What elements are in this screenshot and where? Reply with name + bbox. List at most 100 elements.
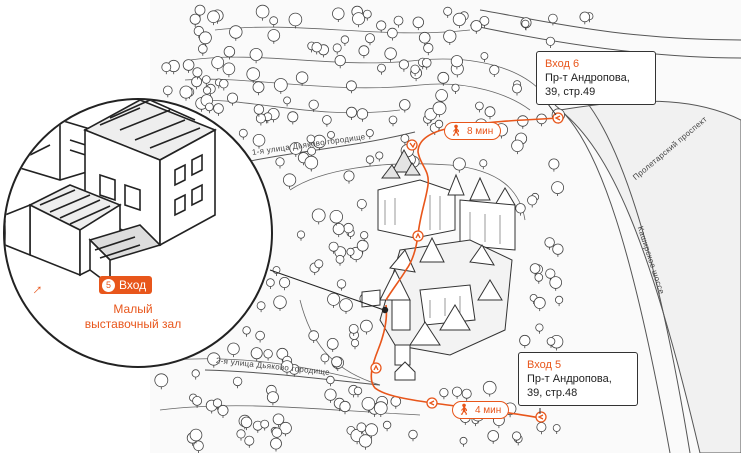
entrance-6-address-line2: 39, стр.49 [545,86,596,98]
tree [154,373,169,388]
tree [271,427,283,438]
tree [365,155,375,164]
chevron-arrow-icon [373,115,561,420]
tree [382,420,392,430]
tree [244,435,255,446]
tree [398,59,409,70]
entrance-5-callout[interactable]: Вход 5 Пр-т Андропова, 39, стр.48 [518,352,638,406]
tree [548,13,558,24]
tree [352,12,366,26]
tree [364,33,375,44]
tree [529,263,541,274]
tree [267,29,281,42]
tree [275,157,285,167]
tree [346,106,358,118]
tree [482,380,497,395]
tree [332,222,345,235]
tree [377,63,386,73]
tree [287,111,299,123]
tree [304,155,319,170]
tree [295,71,309,84]
tree [198,31,212,45]
tree [527,195,538,206]
tree [308,330,320,341]
tree [452,157,466,171]
tree [489,64,500,76]
tree [452,12,466,26]
tree [511,431,522,441]
tree [223,46,236,58]
tree [283,96,292,105]
kashirskoe-road [554,104,671,453]
tree [519,334,531,347]
tree [255,4,270,19]
tree [353,386,363,396]
pedestrian-icon: 🚶︎ [457,404,471,416]
tree [410,64,420,75]
street-dyakovo-2-road [204,369,381,386]
tree [332,7,345,20]
tree [443,29,457,43]
tree [365,128,374,137]
zoom-building-drawing [5,100,217,287]
tree [328,241,339,252]
pedestrian-icon: 🚶︎ [449,125,463,137]
entrance-5-address-line2: 39, стр.48 [527,387,578,399]
tree [163,85,173,96]
small-exhibition-hall-label: Малый выставочный зал [70,302,196,332]
tree [326,337,339,350]
tree [191,369,200,378]
building-windows [384,195,501,318]
tree [451,386,463,397]
entrance-6-callout[interactable]: Вход 6 Пр-т Андропова, 39, стр.49 [536,51,656,105]
tree [358,434,373,448]
tree [340,35,350,44]
tree [161,62,172,73]
tree [332,43,342,53]
tree [314,259,324,269]
tree [387,27,398,39]
tree [211,56,225,69]
tree [256,301,266,311]
tree [358,45,370,57]
tree [322,115,332,125]
tree [535,323,544,332]
tree [334,54,346,67]
tree [272,413,285,426]
place-line1: Малый [113,302,153,316]
tree [273,78,288,92]
tree [269,16,279,26]
tree [512,83,522,94]
tree [339,298,353,312]
tree [544,237,555,248]
tree [399,99,411,111]
tree [536,422,547,433]
tree [250,347,263,360]
tree [364,423,378,437]
tree [384,47,397,60]
tree [552,243,564,255]
street-dyakovo-1-road [229,131,416,166]
tree [222,62,236,76]
tree [480,52,489,60]
tree [270,437,282,450]
tree [282,173,297,187]
tree [393,15,404,26]
tree [194,4,206,16]
tree [487,430,500,442]
tree [548,158,560,170]
tree [202,75,211,84]
tree [266,391,279,404]
tree [412,16,425,29]
tree [229,25,243,39]
tree [192,67,203,78]
tree [326,375,335,385]
tree [345,80,357,92]
tree [375,151,384,160]
tree [534,273,544,282]
tree [356,198,367,209]
walk-time-entrance-5: 🚶︎4 мин [452,401,510,419]
tree [356,422,367,433]
